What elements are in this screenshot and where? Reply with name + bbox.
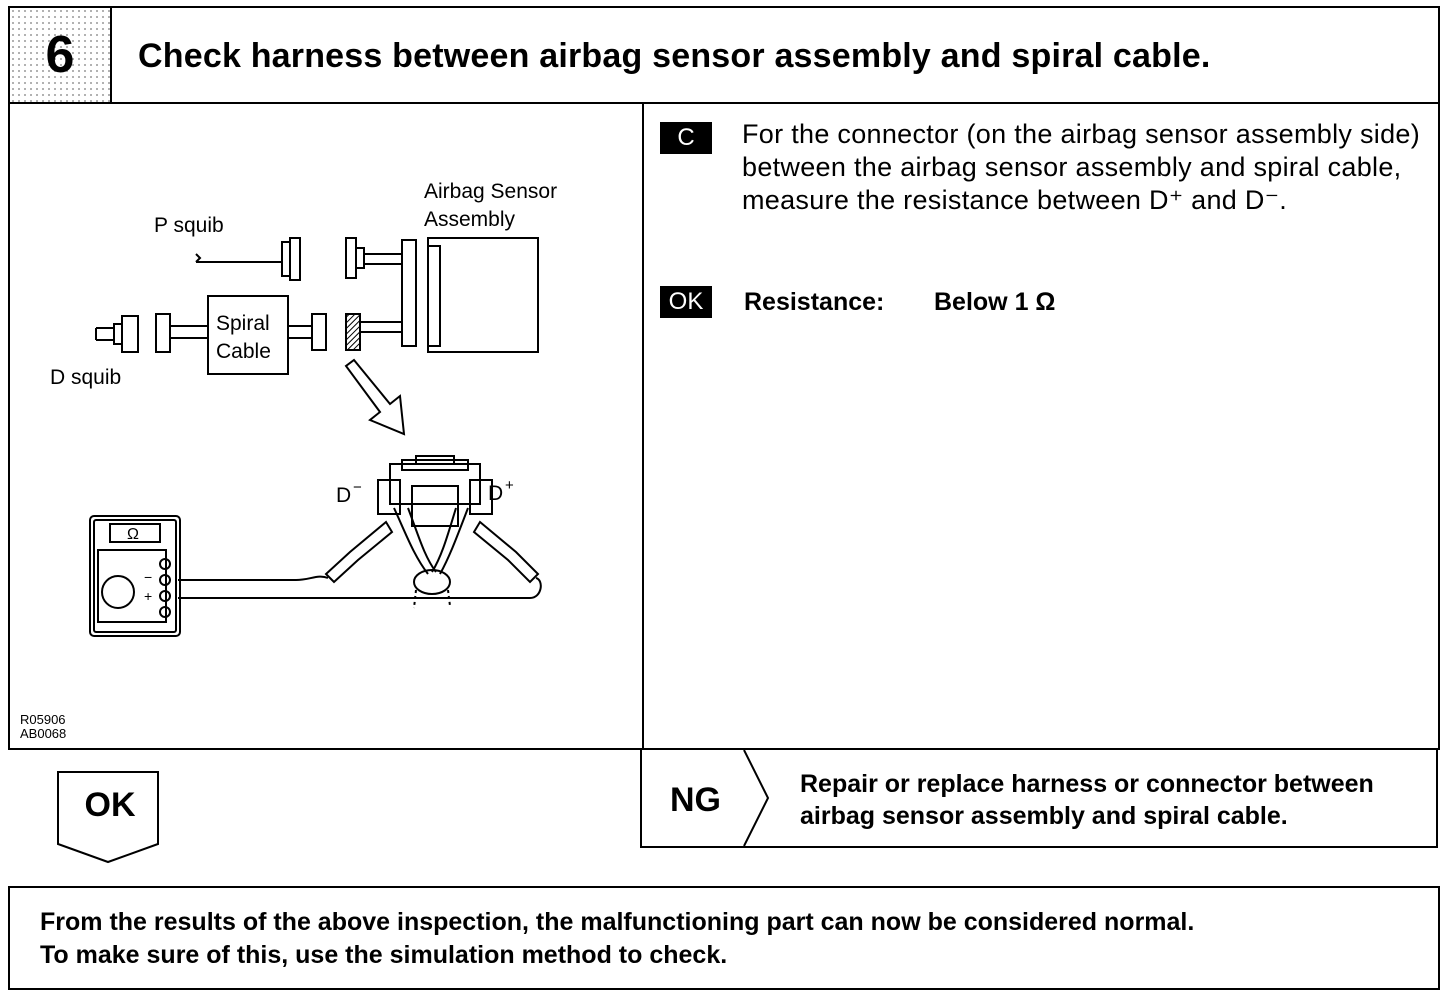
ok-arrow-box [57,771,159,864]
ok-result-label: OK [84,786,136,824]
d-squib-wire [95,327,114,341]
resistance-value: Below 1 Ω [934,288,1056,316]
probe-negative [324,520,394,584]
step-number: 6 [45,26,75,84]
lead-positive [178,577,542,599]
resistance-label: Resistance: [744,288,885,316]
spiral-label-1: Spiral [216,312,270,335]
instruction-panel: C For the connector (on the airbag senso… [642,102,1440,750]
p-squib-plug [281,241,291,277]
spiral-left-plug [155,313,171,353]
d-squib-plug [121,315,139,353]
conclusion-text: From the results of the above inspection… [40,906,1194,972]
sensor-p-connector [345,237,357,279]
instruction-text: For the connector (on the airbag sensor … [742,119,1421,215]
tag-c: C [660,122,712,154]
conclusion-line-1: From the results of the above inspection… [40,908,1195,936]
figure-code-1: R05906 [20,712,66,727]
step-header: 6 Check harness between airbag sensor as… [8,6,1440,104]
lead-negative [178,575,329,581]
spiral-cable [207,295,289,375]
ohmmeter [89,515,181,637]
probe-positive [472,520,540,584]
tag-ok: OK [660,286,712,318]
ng-action-line-1: Repair or replace harness or connector b… [800,770,1374,798]
sensor-harness-block [401,239,417,347]
figure-code-2: AB0068 [20,726,66,741]
ohmmeter-display [109,523,161,543]
ng-chevron-icon [743,750,770,846]
d-minus-sup: − [353,479,362,496]
conclusion-line-2: To make sure of this, use the simulation… [40,941,728,969]
conclusion-box: From the results of the above inspection… [8,886,1440,990]
d-minus-label: D [336,484,351,507]
ohm-symbol: Ω [127,526,139,543]
step-title: Check harness between airbag sensor asse… [138,37,1211,75]
d-plus-label: D [488,482,503,505]
airbag-sensor-assembly [427,237,539,353]
diagram-panel: P squib D squib Airbag Sensor Assembly S… [8,102,644,750]
step-number-box [10,8,112,102]
d-plus-sup: + [505,477,514,494]
airbag-sensor-label-2: Assembly [424,208,516,231]
meter-minus-label: − [144,569,152,585]
p-squib-wire [196,256,283,263]
ng-action-text: Repair or replace harness or connector b… [800,768,1440,832]
ohmmeter-dial [101,575,135,609]
wiring-diagram: P squib D squib Airbag Sensor Assembly S… [20,180,557,741]
sensor-d-connector [345,313,361,351]
d-squib-label: D squib [50,366,121,389]
spiral-right-plug [311,313,327,351]
airbag-sensor-label-1: Airbag Sensor [424,180,557,203]
p-squib-label: P squib [154,214,224,237]
meter-plus-label: + [144,588,152,604]
ng-action-line-2: airbag sensor assembly and spiral cable. [800,802,1288,830]
spiral-label-2: Cable [216,340,271,363]
ng-result-box: NG Repair or replace harness or connecto… [640,748,1438,848]
ng-result-label: NG [670,781,721,819]
detail-arrow [344,358,406,436]
